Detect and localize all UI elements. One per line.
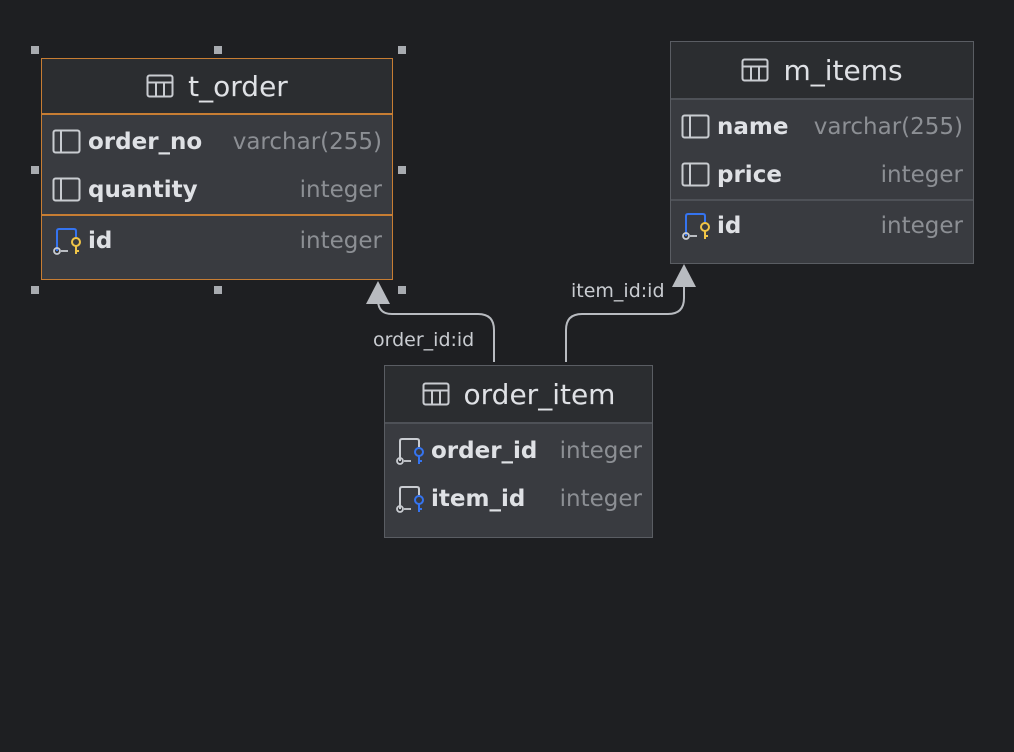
column-icon (681, 114, 710, 139)
resize-handle[interactable] (214, 46, 222, 54)
column-name: price (717, 162, 782, 188)
table-name: t_order (188, 69, 288, 103)
item-rel-arrow (672, 264, 696, 287)
order-rel-arrow (366, 281, 390, 304)
order-rel-line (377, 290, 495, 362)
column-type: varchar(255) (232, 129, 382, 155)
resize-handle[interactable] (31, 46, 39, 54)
column-row[interactable]: order_id integer (385, 427, 652, 475)
foreign-key-icon (396, 438, 424, 465)
column-row[interactable]: order_no varchar(255) (42, 118, 392, 166)
column-type: integer (880, 213, 963, 239)
resize-handle[interactable] (398, 286, 406, 294)
column-type: integer (299, 177, 382, 203)
table-name: order_item (463, 377, 616, 411)
column-name: id (88, 228, 113, 254)
column-row[interactable]: quantity integer (42, 166, 392, 214)
table-t-order[interactable]: t_order order_no varchar(255) quantity i… (41, 58, 393, 280)
column-name: item_id (431, 486, 526, 512)
column-name: quantity (88, 177, 198, 203)
column-name: order_id (431, 438, 538, 464)
resize-handle[interactable] (31, 286, 39, 294)
order-rel-label: order_id:id (373, 329, 475, 351)
table-order-item[interactable]: order_item order_id integer item_id inte… (384, 365, 653, 538)
table-header: order_item (385, 366, 652, 424)
column-type: integer (559, 486, 642, 512)
table-name: m_items (783, 53, 903, 87)
resize-handle[interactable] (31, 166, 39, 174)
column-name: order_no (88, 129, 203, 155)
table-icon (146, 74, 174, 98)
column-icon (681, 162, 710, 187)
column-icon (52, 129, 81, 154)
resize-handle[interactable] (398, 46, 406, 54)
key-row[interactable]: id integer (42, 216, 392, 266)
resize-handle[interactable] (398, 166, 406, 174)
primary-key-icon (682, 213, 710, 240)
column-row[interactable]: price integer (671, 151, 973, 199)
table-icon (741, 58, 769, 82)
key-separator (671, 199, 973, 201)
primary-key-icon (53, 228, 81, 255)
table-icon (422, 382, 450, 406)
table-header: t_order (42, 59, 392, 115)
column-type: varchar(255) (813, 114, 963, 140)
key-separator (42, 214, 392, 216)
column-row[interactable]: name varchar(255) (671, 103, 973, 151)
key-row[interactable]: id integer (671, 201, 973, 251)
table-m-items[interactable]: m_items name varchar(255) price integer … (670, 41, 974, 264)
column-type: integer (880, 162, 963, 188)
column-type: integer (299, 228, 382, 254)
resize-handle[interactable] (214, 286, 222, 294)
column-icon (52, 177, 81, 202)
column-name: id (717, 213, 742, 239)
table-header: m_items (671, 42, 973, 100)
column-row[interactable]: item_id integer (385, 475, 652, 523)
column-name: name (717, 114, 789, 140)
column-type: integer (559, 438, 642, 464)
item-rel-label: item_id:id (571, 280, 665, 302)
item-rel-line (565, 272, 685, 362)
foreign-key-icon (396, 486, 424, 513)
